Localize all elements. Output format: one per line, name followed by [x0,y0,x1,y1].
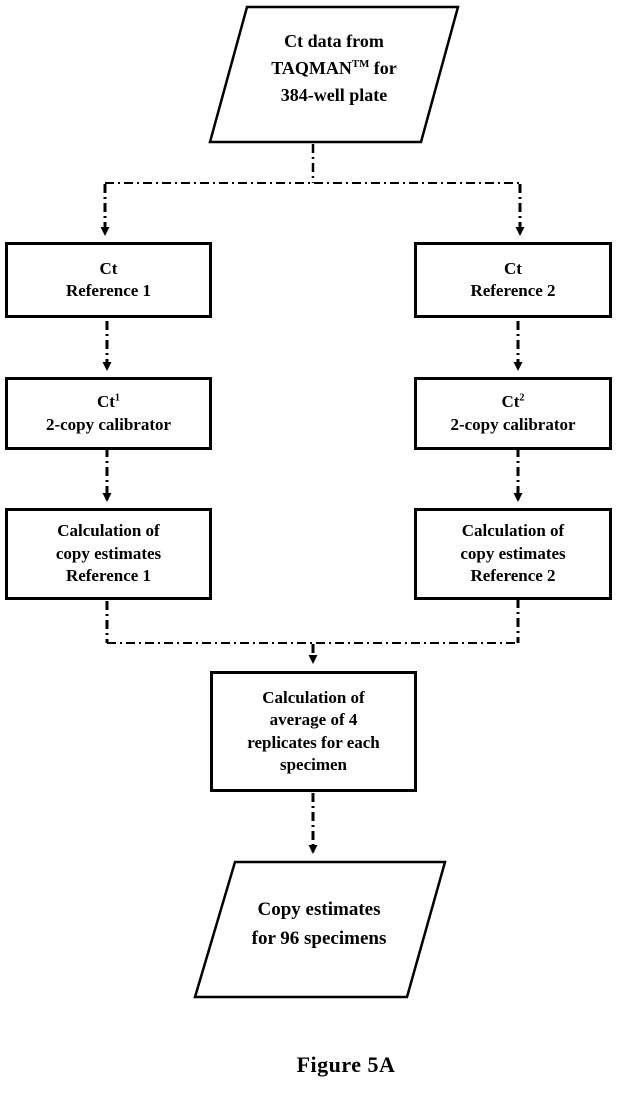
node-calc-average-line4: specimen [279,754,348,774]
node-calc-estimates-2-line1: Calculation of [461,521,565,541]
node-calibrator-1-line1: Ct1 [97,391,120,413]
node-ct-reference-2-line2: Reference 2 [470,281,556,300]
node-output-line1: Copy estimates [257,899,381,920]
node-ct-reference-1: Ct Reference 1 [5,242,212,318]
node-calc-average-line1: Calculation of [262,687,365,707]
node-calibrator-1-line2: 2-copy calibrator [45,414,172,434]
node-calibrator-2-line1-base: Ct [501,392,520,412]
node-calc-average-line2: average of 4 [269,710,358,730]
node-input-line1: Ct data from [284,31,384,51]
node-calc-estimates-1-line1: Calculation of [57,521,160,541]
node-calc-average: Calculation of average of 4 replicates f… [210,671,417,792]
node-input-line2-rest: for [369,58,397,78]
node-calibrator-2-line1: Ct2 [501,391,524,413]
node-calc-estimates-2: Calculation of copy estimates Reference … [414,508,612,600]
node-input-line3: 384-well plate [280,85,388,105]
node-calibrator-2-line2: 2-copy calibrator [450,414,576,434]
node-calc-estimates-1-line2: copy estimates [55,543,162,563]
node-calibrator-1-line1-sup: 1 [114,392,121,404]
node-input-line2: TAQMANTM for [212,55,456,82]
node-calibrator-2-line1-sup: 2 [519,392,525,404]
node-ct-reference-1-line2: Reference 1 [65,281,152,300]
figure-caption: Figure 5A [296,1052,396,1077]
node-ct-reference-1-line1: Ct [99,258,118,278]
node-calc-estimates-1: Calculation of copy estimates Reference … [5,508,212,600]
node-calibrator-1: Ct1 2-copy calibrator [5,377,212,450]
node-calibrator-2: Ct2 2-copy calibrator [414,377,612,450]
node-ct-reference-2-line1: Ct [504,258,522,278]
node-calc-estimates-2-line3: Reference 2 [470,566,556,586]
node-calibrator-1-line1-base: Ct [96,392,115,412]
node-ct-reference-2: Ct Reference 2 [414,242,612,318]
input-parallelogram-shape [208,5,460,144]
node-calc-average-line3: replicates for each [247,732,380,752]
node-output-copy-estimates: Copy estimates for 96 specimens [197,896,441,953]
node-calc-estimates-2-line2: copy estimates [460,543,566,563]
node-input-line2-sup: TM [351,58,370,70]
node-output-line2: for 96 specimens [251,927,387,949]
output-parallelogram-shape [193,860,447,999]
node-calc-estimates-1-line3: Reference 1 [65,566,152,586]
node-input-line2-base: TAQMAN [271,58,352,78]
node-input-taqman-data: Ct data from TAQMANTM for 384-well plate [212,28,456,109]
